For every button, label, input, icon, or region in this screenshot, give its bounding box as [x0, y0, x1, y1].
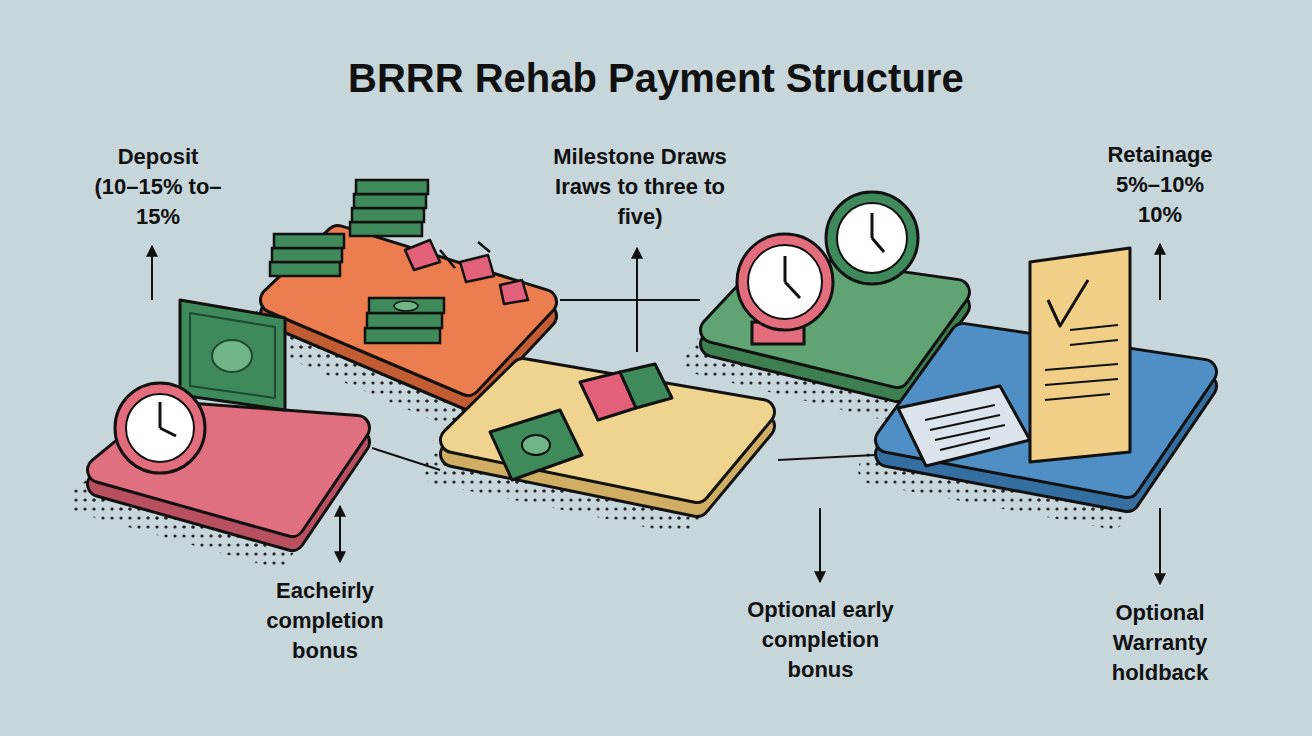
platform-yellow: [453, 371, 762, 504]
platform-top: [453, 371, 762, 490]
piece: [405, 240, 440, 270]
link-line: [372, 448, 440, 470]
clock-hand: [785, 282, 800, 298]
banknote-seal: [212, 340, 252, 372]
pill-block: [580, 364, 672, 420]
cash-layer: [274, 234, 344, 248]
check-mark: [1048, 280, 1088, 326]
leader-arrow: [339, 506, 341, 562]
cash-layer: [272, 248, 342, 262]
clock-icon: [115, 383, 205, 473]
clock-rim: [115, 383, 205, 473]
block-green: [620, 364, 672, 408]
step-label: Eacheirly completion bonus: [255, 576, 395, 666]
banknote-icon: [180, 300, 285, 410]
cash-layer: [369, 298, 444, 313]
step-label: Optional Warranty holdback: [1090, 598, 1230, 688]
clock-hand: [871, 213, 874, 238]
cash-layer: [356, 180, 428, 194]
broken-pieces: [405, 240, 528, 304]
link-line: [778, 455, 875, 460]
leader-arrow: [819, 508, 821, 582]
leader-arrow: [1159, 244, 1161, 300]
document-lines: [1045, 325, 1118, 400]
clock-face: [837, 203, 907, 273]
step-label: Optional early completion bonus: [733, 595, 908, 685]
banknote-border: [190, 313, 275, 398]
cash-seal: [522, 435, 550, 455]
clock-face: [126, 394, 194, 462]
platform-top: [453, 371, 762, 490]
platform-top: [273, 238, 544, 383]
tablet-icon: [898, 386, 1030, 466]
leader-arrow: [151, 246, 153, 300]
clock-hand: [160, 428, 176, 436]
money-stacks: [270, 180, 444, 343]
clock-icon: [737, 234, 833, 344]
leader-arrow: [1159, 508, 1161, 584]
document-icon: [1030, 248, 1130, 462]
clock-hand: [872, 238, 884, 252]
cash-layer: [350, 222, 422, 236]
leader-arrows: [152, 244, 1160, 584]
step-label: Retainage 5%–10% 10%: [1095, 140, 1225, 230]
clock-hand: [784, 256, 787, 282]
cash-bundle: [490, 410, 582, 480]
step-label: Milestone Draws Iraws to three to five): [540, 142, 740, 232]
cash-layer: [367, 313, 442, 328]
cash: [490, 410, 582, 480]
tablet: [898, 386, 1030, 466]
link-line: [636, 300, 638, 352]
clock-rim: [826, 192, 918, 284]
piece: [460, 255, 494, 282]
cash-seal: [394, 301, 418, 311]
clock-icon: [826, 192, 918, 284]
cash-layer: [365, 328, 440, 343]
piece: [500, 280, 528, 304]
link-line: [560, 299, 700, 301]
step-label: Deposit (10–15% to–15%: [93, 142, 223, 232]
diagram-title: BRRR Rehab Payment Structure: [348, 54, 964, 102]
clock-rim: [737, 234, 833, 330]
clock-face: [748, 245, 822, 319]
banknote: [180, 300, 285, 410]
leader-arrow: [636, 248, 638, 300]
cash-layer: [270, 262, 340, 276]
cash-layer: [354, 194, 426, 208]
document: [1030, 248, 1130, 462]
cash-layer: [352, 208, 424, 222]
platform-top: [273, 238, 544, 383]
crack: [440, 242, 490, 268]
clock-hand: [159, 402, 162, 428]
tablet-lines: [925, 405, 1005, 450]
